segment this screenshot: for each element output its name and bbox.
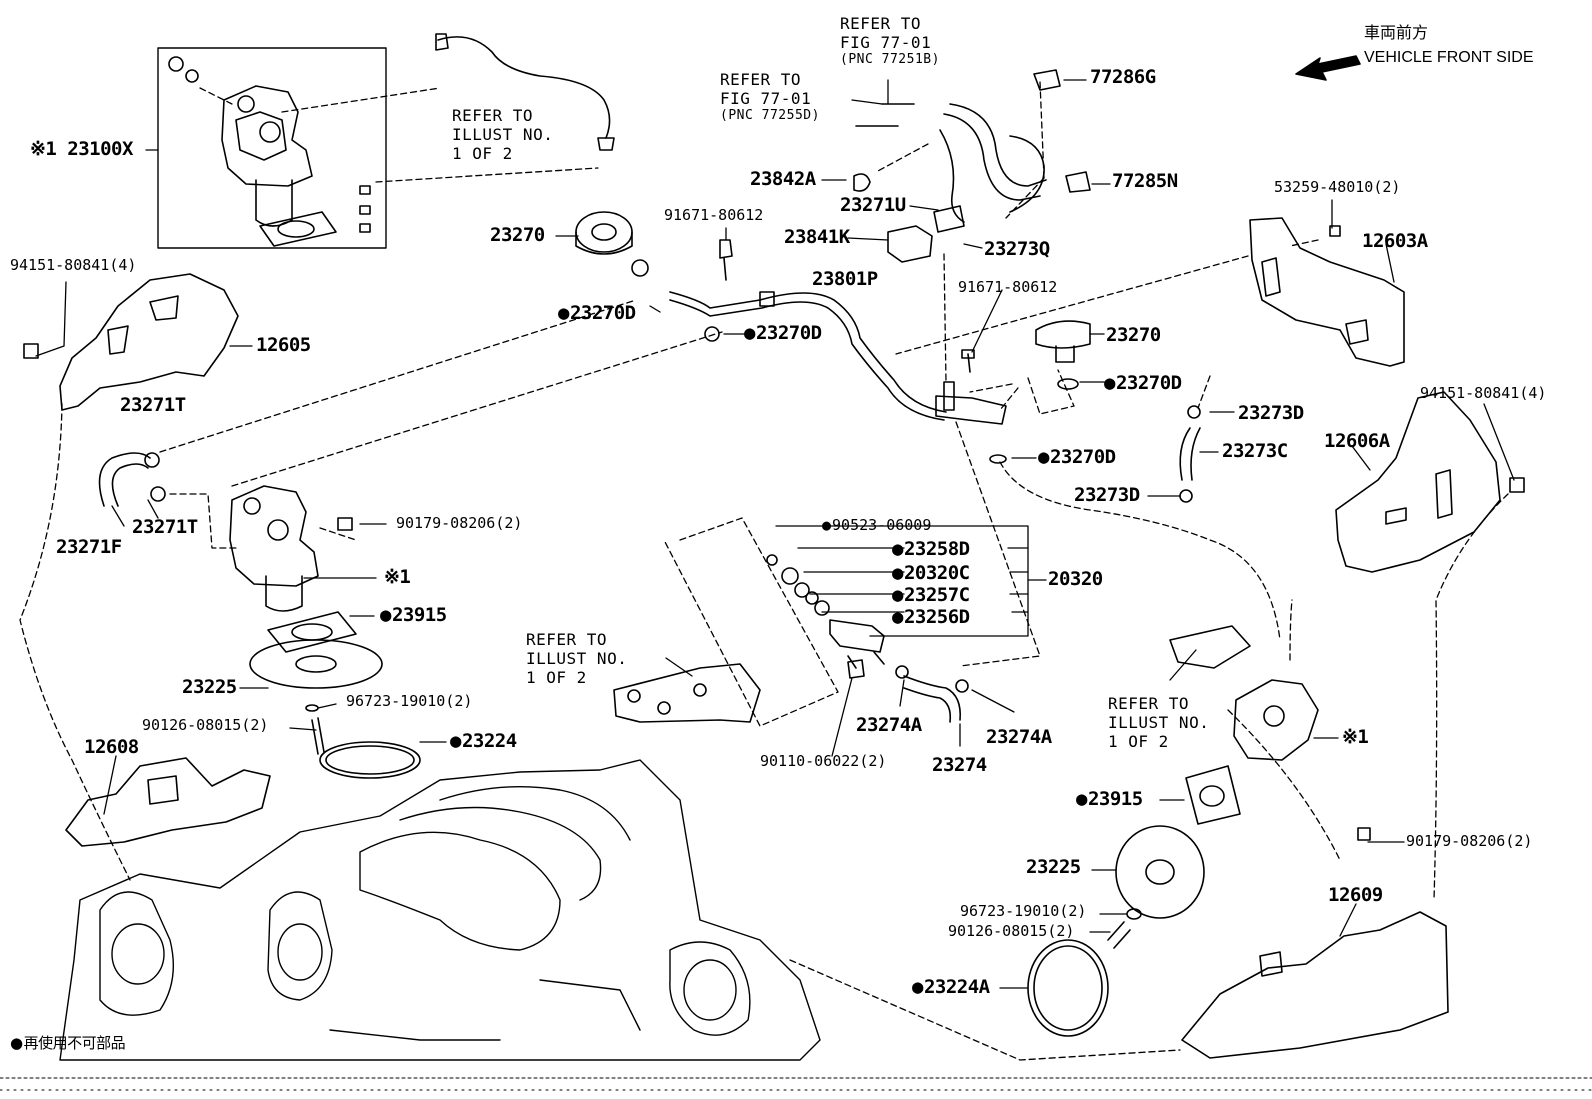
part-90179-right: 90179-08206(2) (1406, 832, 1533, 850)
bracket-12609 (1181, 911, 1449, 1059)
valve-23841k (887, 225, 933, 263)
part-23274a-a: 23274A (856, 714, 922, 736)
inset-box-23100x (157, 47, 387, 249)
part-23271t-a: 23271T (120, 394, 186, 416)
hose-23273c (1179, 427, 1191, 481)
part-23270d-d: 23270D (1038, 448, 1116, 467)
part-23224: 23224 (450, 732, 517, 751)
bracket-12606a (1335, 391, 1501, 573)
part-23225-left: 23225 (182, 676, 237, 698)
bracket-12605 (59, 273, 239, 411)
hose-bundle-77286g (933, 69, 1091, 233)
part-94151-right: 94151-80841(4) (1420, 384, 1547, 402)
part-12603a: 12603A (1362, 230, 1428, 252)
part-23270-right: 23270 (1106, 324, 1161, 346)
part-96723-right: 96723-19010(2) (960, 902, 1087, 920)
ring-23224 (319, 741, 421, 779)
fuel-pipe-23801p (669, 291, 1007, 425)
part-23257c: 23257C (892, 586, 970, 605)
part-12608: 12608 (84, 736, 139, 758)
regulator-23270-right (1035, 320, 1091, 390)
part-20320: 20320 (1048, 568, 1103, 590)
part-23274: 23274 (932, 754, 987, 776)
damper-23270-left (575, 211, 633, 255)
part-23274a-b: 23274A (986, 726, 1052, 748)
part-23273c: 23273C (1222, 440, 1288, 462)
part-23270d-b: 23270D (744, 324, 822, 343)
hose-23271f (98, 452, 151, 507)
front-arrow-icon (1295, 55, 1361, 81)
front-side-jp: 車両前方 (1364, 25, 1429, 42)
part-94151-left: 94151-80841(4) (10, 256, 137, 274)
part-23271f: 23271F (56, 536, 122, 558)
part-23841k: 23841K (784, 226, 850, 248)
pipe-refer-a (437, 36, 611, 139)
part-90126-left: 90126-08015(2) (142, 716, 269, 734)
part-77286g: 77286G (1090, 66, 1156, 88)
part-23270-left: 23270 (490, 224, 545, 246)
part-23273q: 23273Q (984, 238, 1050, 260)
fuel-pump-right (1169, 625, 1319, 761)
part-23801p: 23801P (812, 268, 878, 290)
hose-23274 (903, 675, 962, 721)
part-90179-left: 90179-08206(2) (396, 514, 523, 532)
part-23258d: 23258D (892, 540, 970, 559)
part-12605: 12605 (256, 334, 311, 356)
bracket-12603a (1249, 217, 1405, 367)
part-90126-right: 90126-08015(2) (948, 922, 1075, 940)
part-23270d-c: 23270D (1104, 374, 1182, 393)
intake-manifold (59, 759, 821, 1061)
gasket-23915-right (1185, 765, 1241, 825)
part-23224a: 23224A (912, 978, 990, 997)
part-23273d-b: 23273D (1074, 484, 1140, 506)
part-12606a: 12606A (1324, 430, 1390, 452)
part-23271t-b: 23271T (132, 516, 198, 538)
part-90523: 90523-06009 (822, 518, 931, 533)
plate-23225-right (1115, 825, 1205, 919)
part-96723-left: 96723-19010(2) (346, 692, 473, 710)
part-23842a: 23842A (750, 168, 816, 190)
part-23100x: ※1 23100X (30, 138, 133, 160)
front-side-en: VEHICLE FRONT SIDE (1364, 49, 1534, 66)
part-23915-right: 23915 (1076, 790, 1143, 809)
legend-non-reusable: 再使用不可部品 (10, 1036, 126, 1051)
part-90110: 90110-06022(2) (760, 752, 887, 770)
part-23273d-a: 23273D (1238, 402, 1304, 424)
part-91671-right: 91671-80612 (958, 278, 1058, 296)
part-x1-right: ※1 (1342, 726, 1369, 748)
part-23915-left: 23915 (380, 606, 447, 625)
ring-23224a (1027, 939, 1109, 1037)
part-77285n: 77285N (1112, 170, 1178, 192)
plate-23225-left (249, 639, 383, 689)
part-20320c: 20320C (892, 564, 970, 583)
fuel-pump-inset (168, 56, 371, 247)
gasket-23915-left (267, 611, 357, 653)
part-53259: 53259-48010(2) (1274, 178, 1401, 196)
part-91671-left: 91671-80612 (664, 206, 764, 224)
fuel-pump-left (229, 485, 353, 612)
part-x1-left: ※1 (384, 566, 411, 588)
part-23270d-a: 23270D (558, 304, 636, 323)
bracket-12608 (65, 757, 271, 847)
part-23225-right: 23225 (1026, 856, 1081, 878)
fuel-rail-refer-b (613, 663, 761, 723)
part-23271u: 23271U (840, 194, 906, 216)
part-12609: 12609 (1328, 884, 1383, 906)
part-23256d: 23256D (892, 608, 970, 627)
